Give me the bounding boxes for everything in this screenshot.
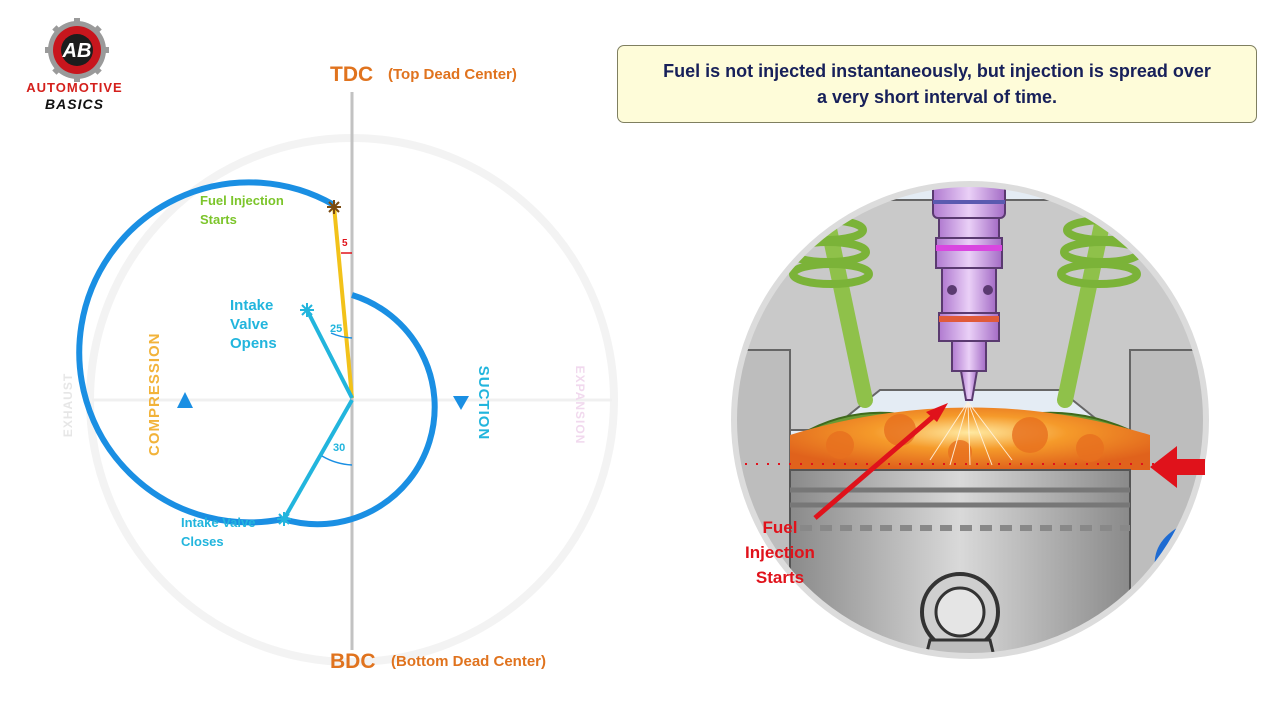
gear-icon bbox=[45, 18, 109, 82]
intake-opens-label: Intake Valve Opens bbox=[230, 297, 277, 352]
angle-injection: 5 bbox=[342, 238, 348, 249]
bdc-full-label: (Bottom Dead Center) bbox=[391, 653, 547, 670]
intake-open-star-icon bbox=[300, 303, 314, 317]
exhaust-label: EXHAUST bbox=[61, 372, 75, 438]
injection-line bbox=[332, 205, 354, 399]
injection-star-icon bbox=[327, 200, 341, 214]
angle-intake-close: 30 bbox=[333, 442, 345, 454]
fuel-injection-label: Fuel Injection Starts bbox=[200, 193, 284, 227]
compression-arc bbox=[76, 179, 336, 526]
bdc-label: BDC bbox=[330, 650, 376, 673]
tdc-label: TDC bbox=[330, 63, 374, 86]
intake-close-star-icon bbox=[277, 512, 291, 526]
logo-monogram: AB bbox=[62, 40, 92, 62]
tdc-indicator-arrow-icon bbox=[1150, 446, 1205, 488]
logo-line-1: AUTOMOTIVE bbox=[26, 80, 123, 95]
injection-pointer-arrow bbox=[813, 413, 937, 520]
compression-label: COMPRESSION bbox=[146, 332, 163, 456]
note-box: Fuel is not injected instantaneously, bu… bbox=[617, 45, 1257, 123]
tdc-full-label: (Top Dead Center) bbox=[388, 66, 517, 83]
suction-label: SUCTION bbox=[475, 365, 492, 441]
engine-cutaway bbox=[731, 181, 1209, 659]
note-text: Fuel is not injected instantaneously, bu… bbox=[663, 61, 1211, 107]
engine-injection-label: Fuel Injection Starts bbox=[745, 518, 815, 587]
angle-arc-intake-close bbox=[321, 455, 353, 466]
angle-arc-intake-open bbox=[330, 332, 353, 339]
suction-arc bbox=[282, 292, 438, 528]
logo-line-2: BASICS bbox=[45, 96, 104, 112]
expansion-label: EXPANSION bbox=[573, 365, 587, 445]
intake-close-line bbox=[282, 399, 354, 520]
intake-open-line bbox=[305, 309, 354, 399]
compression-arrow-icon bbox=[177, 392, 193, 408]
suction-arrow-icon bbox=[453, 396, 469, 410]
injection-pointer-head-icon bbox=[926, 403, 948, 422]
logo: AB bbox=[45, 18, 109, 82]
intake-closes-label: Intake Valve Closes bbox=[181, 515, 256, 549]
valve-timing-diagram: 5 25 30 bbox=[76, 92, 618, 666]
angle-intake-open: 25 bbox=[330, 323, 342, 335]
